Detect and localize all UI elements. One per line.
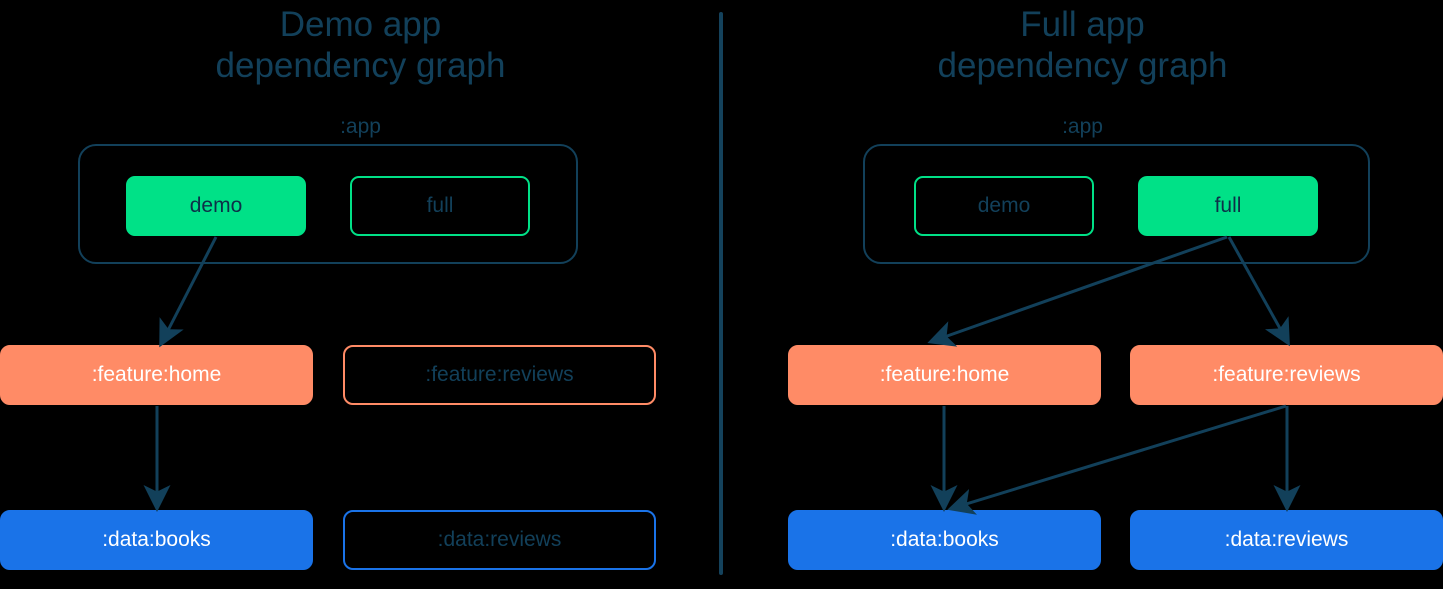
- edge-layer-demo: [143, 236, 218, 512]
- app-group-label-demo: :app: [340, 115, 381, 138]
- variant-full-full[interactable]: full: [1138, 176, 1318, 236]
- variant-demo-full[interactable]: full: [350, 176, 530, 236]
- node-demo-data-reviews[interactable]: :data:reviews: [343, 510, 656, 570]
- node-full-data-books[interactable]: :data:books: [788, 510, 1101, 570]
- node-full-data-reviews[interactable]: :data:reviews: [1130, 510, 1443, 570]
- app-group-container-demo: [78, 144, 578, 264]
- node-full-feature-home[interactable]: :feature:home: [788, 345, 1101, 405]
- node-demo-data-books[interactable]: :data:books: [0, 510, 313, 570]
- panel-divider: [719, 12, 723, 575]
- edge-layer-full: [927, 235, 1301, 515]
- variant-demo-demo[interactable]: demo: [126, 176, 306, 236]
- panel-demo-app: Demo app dependency graph :app demo full…: [0, 0, 721, 589]
- panel-full-app: Full app dependency graph :app demo full…: [722, 0, 1443, 589]
- panel-title-demo: Demo app dependency graph: [215, 5, 506, 85]
- node-demo-feature-home[interactable]: :feature:home: [0, 345, 313, 405]
- node-demo-feature-reviews[interactable]: :feature:reviews: [343, 345, 656, 405]
- variant-full-demo[interactable]: demo: [914, 176, 1094, 236]
- panel-title-full: Full app dependency graph: [937, 5, 1228, 85]
- app-group-label-full: :app: [1062, 115, 1103, 138]
- edge-full-feature-reviews-to-data-books: [947, 404, 1287, 515]
- node-full-feature-reviews[interactable]: :feature:reviews: [1130, 345, 1443, 405]
